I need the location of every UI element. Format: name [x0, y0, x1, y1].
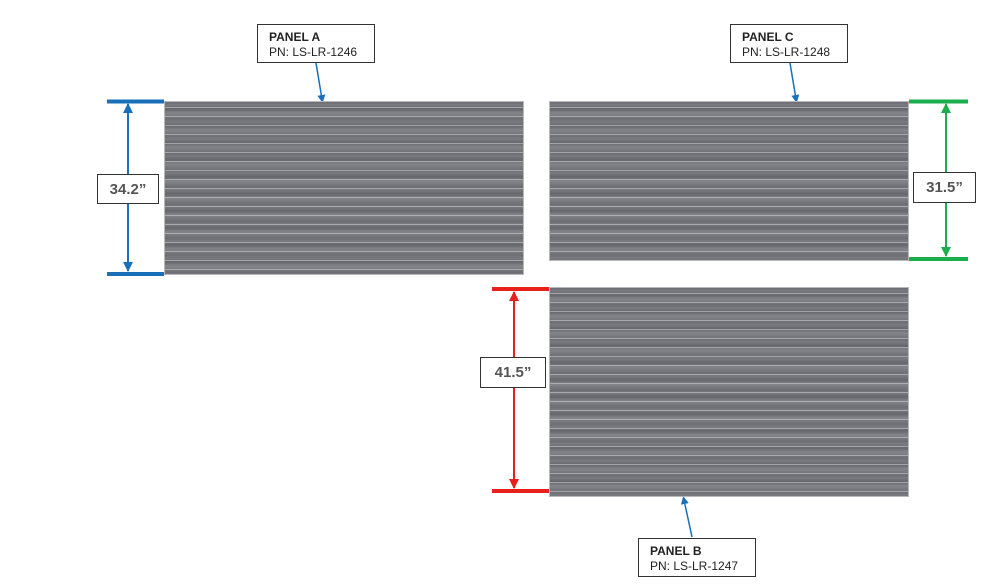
panel-a-height-label: 34.2”: [97, 174, 159, 204]
panel-b-height-label: 41.5”: [480, 357, 546, 388]
panel-c-callout: PANEL C PN: LS-LR-1248: [730, 24, 848, 63]
panel-a-part-number: PN: LS-LR-1246: [269, 45, 358, 59]
callout-arrows: [315, 62, 800, 538]
panel-b-dimension: [492, 287, 549, 493]
panel-c: [549, 101, 909, 261]
panel-c-height-label: 31.5”: [913, 172, 976, 203]
panel-b-title: PANEL B: [650, 544, 702, 558]
panel-a-title: PANEL A: [269, 30, 321, 44]
panel-b-part-number: PN: LS-LR-1247: [650, 559, 739, 573]
panel-b-callout: PANEL B PN: LS-LR-1247: [638, 538, 756, 577]
panel-c-title: PANEL C: [742, 30, 794, 44]
panel-a-callout: PANEL A PN: LS-LR-1246: [257, 24, 375, 63]
panel-c-part-number: PN: LS-LR-1248: [742, 45, 831, 59]
panel-a: [164, 101, 524, 275]
panel-b: [549, 287, 909, 497]
